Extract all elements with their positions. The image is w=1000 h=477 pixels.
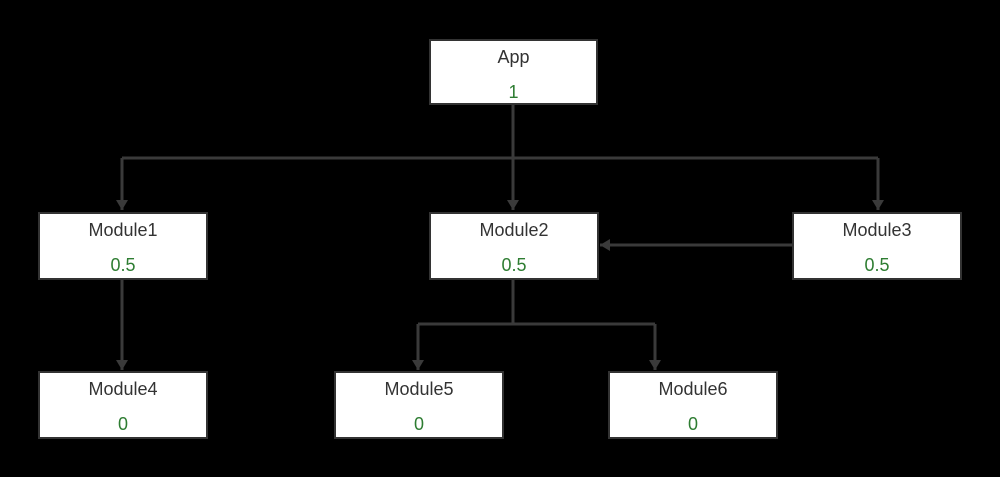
node-module4-label: Module4	[88, 379, 158, 399]
node-module1-value: 0.5	[110, 255, 136, 275]
node-module6-label: Module6	[658, 379, 728, 399]
node-module1-label: Module1	[88, 220, 158, 240]
node-module5-value: 0	[413, 414, 424, 434]
node-module3: Module3 0.5	[792, 212, 962, 280]
node-module6-value: 0	[687, 414, 698, 434]
node-module2-label: Module2	[479, 220, 549, 240]
node-module5-label: Module5	[384, 379, 454, 399]
node-module4: Module4 0	[38, 371, 208, 439]
node-module3-label: Module3	[842, 220, 912, 240]
node-module5: Module5 0	[334, 371, 504, 439]
node-app: App 1	[429, 39, 598, 105]
node-module4-value: 0	[117, 414, 128, 434]
node-module3-value: 0.5	[864, 255, 890, 275]
node-app-value: 1	[508, 82, 519, 102]
node-module1: Module1 0.5	[38, 212, 208, 280]
node-module2: Module2 0.5	[429, 212, 599, 280]
node-module2-value: 0.5	[501, 255, 527, 275]
node-module6: Module6 0	[608, 371, 778, 439]
node-app-label: App	[497, 47, 530, 67]
